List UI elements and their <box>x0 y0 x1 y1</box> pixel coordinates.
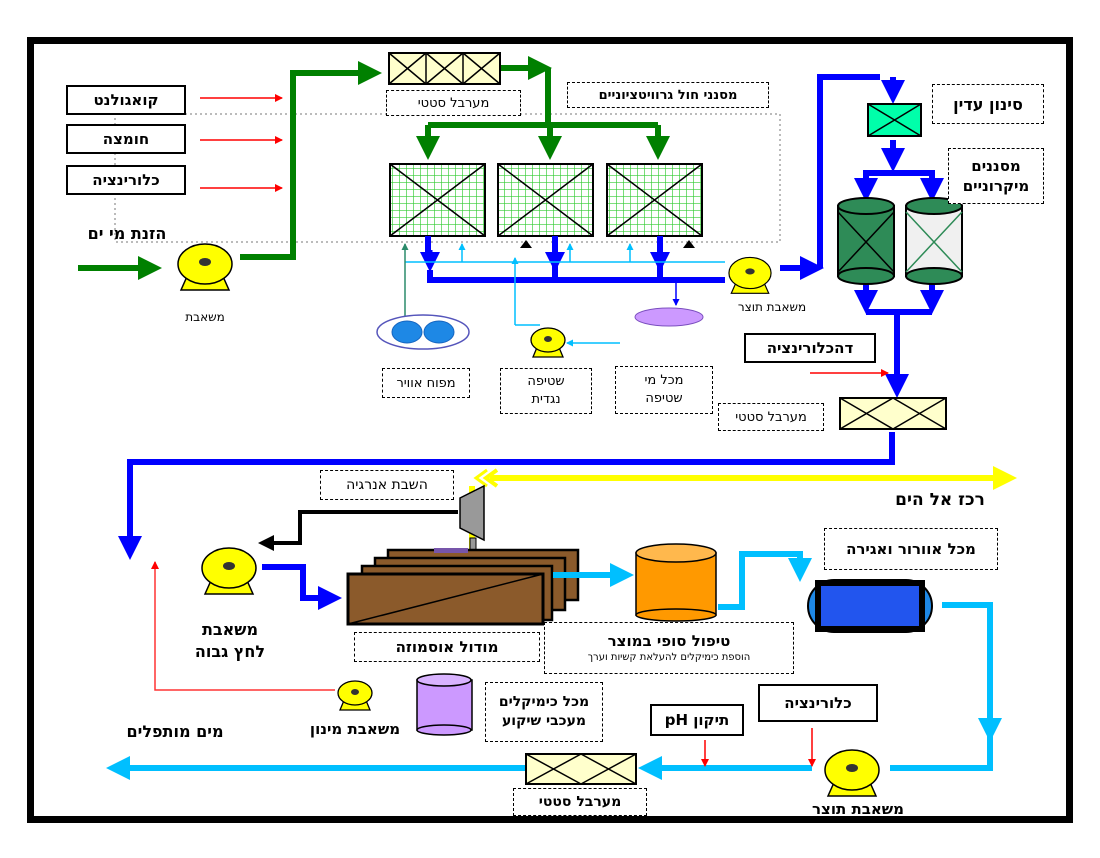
chlorination-bottom-label: כלורינציה <box>758 684 878 722</box>
wash-water-tank <box>634 307 704 327</box>
high-pressure-pump <box>201 547 257 595</box>
micron-filters-line-2: מיקרוניים <box>962 177 1030 195</box>
micron-filters-line-1: מסננים <box>971 156 1021 175</box>
static-mixer-1 <box>388 52 501 85</box>
backwash-line-2: נגדית <box>531 392 561 407</box>
backwash-line-1: שטיפה <box>527 374 565 390</box>
post-treatment-subtitle: הוספת כימיקלים להעלאת קשיות וערך <box>587 652 751 664</box>
wash-tank-line-1: מכל מי <box>644 373 684 389</box>
polishing-filter-label: סינון עדין <box>932 84 1044 124</box>
wash-tank-label: מכל מי שטיפה <box>615 366 713 414</box>
energy-recovery-turbine <box>459 484 485 551</box>
product-pump-top <box>728 256 772 294</box>
seawater-feed-label: הזנת מי ים <box>87 224 167 243</box>
brine-to-sea-label: רכז אל הים <box>895 490 985 510</box>
wash-tank-line-2: שטיפה <box>645 391 683 406</box>
product-pump-bottom-label: משאבת תוצר <box>812 800 904 818</box>
product-pump-bottom <box>824 749 880 797</box>
product-line <box>106 551 1002 780</box>
post-treatment-title: טיפול סופי במוצר <box>607 632 731 651</box>
air-blower-label: מפוח אוויר <box>382 368 470 398</box>
polishing-filter <box>867 103 922 137</box>
acid-label: חומצה <box>66 124 186 154</box>
product-pump-top-label: משאבת תוצר <box>737 300 807 314</box>
backwash-line <box>405 243 725 347</box>
static-mixer-3-label: מערבל סטטי <box>513 788 647 816</box>
micron-filter-2 <box>905 197 963 285</box>
antiscalant-tank-label: מכל כימיקלים מעכבי שיקוע <box>485 682 603 742</box>
gravity-filter-2 <box>497 163 594 237</box>
static-mixer-1-label: מערבל סטטי <box>386 90 521 116</box>
feed-pump <box>177 243 233 291</box>
gravity-filter-1 <box>389 163 486 237</box>
gravity-filters-label: מסנני חול גרוויטציוניים <box>567 82 769 108</box>
micron-filter-1 <box>837 197 895 285</box>
post-treatment-label: טיפול סופי במוצר הוספת כימיקלים להעלאת ק… <box>544 622 794 674</box>
air-blower <box>376 314 470 350</box>
micron-filters-label: מסננים מיקרוניים <box>948 148 1044 204</box>
static-mixer-2 <box>839 397 947 430</box>
ph-correction-label: תיקון pH <box>650 704 744 736</box>
coagulant-label: קואגולנט <box>66 85 186 115</box>
feed-line <box>78 56 670 280</box>
static-mixer-3 <box>525 753 637 785</box>
dosing-pump-label: משאבת מינון <box>309 720 401 738</box>
feed-pump-label: משאבת <box>185 310 225 324</box>
dosing-arrows-top <box>200 94 283 192</box>
backwash-label: שטיפה נגדית <box>500 368 592 414</box>
gravity-filter-3 <box>606 163 703 237</box>
hp-pump-label-1: משאבת <box>201 620 259 639</box>
energy-recovery-line <box>258 510 458 551</box>
dosing-pump <box>337 680 373 711</box>
aeration-tank-label: מכל אוורור ואגירה <box>824 528 998 570</box>
backwash-pump <box>530 327 566 358</box>
hp-pump-label-2: לחץ גבוה <box>194 642 266 661</box>
ro-module <box>346 548 580 626</box>
dechlorination-label: דהכלורינציה <box>744 333 876 363</box>
desalinated-water-label: מים מותפלים <box>126 722 224 741</box>
ro-module-label: מודול אוסמוזה <box>354 632 540 662</box>
chlorination-top-label: כלורינציה <box>66 165 186 195</box>
post-treatment-tank <box>635 543 717 622</box>
aeration-tank <box>807 579 933 633</box>
antiscalant-line-2: מעכבי שיקוע <box>501 713 587 729</box>
antiscalant-dosing-line <box>151 561 335 691</box>
antiscalant-tank <box>416 673 473 736</box>
energy-recovery-label: השבת אנרגיה <box>320 470 454 500</box>
antiscalant-line-1: מכל כימיקלים <box>498 694 590 711</box>
static-mixer-2-label: מערבל סטטי <box>718 403 824 431</box>
